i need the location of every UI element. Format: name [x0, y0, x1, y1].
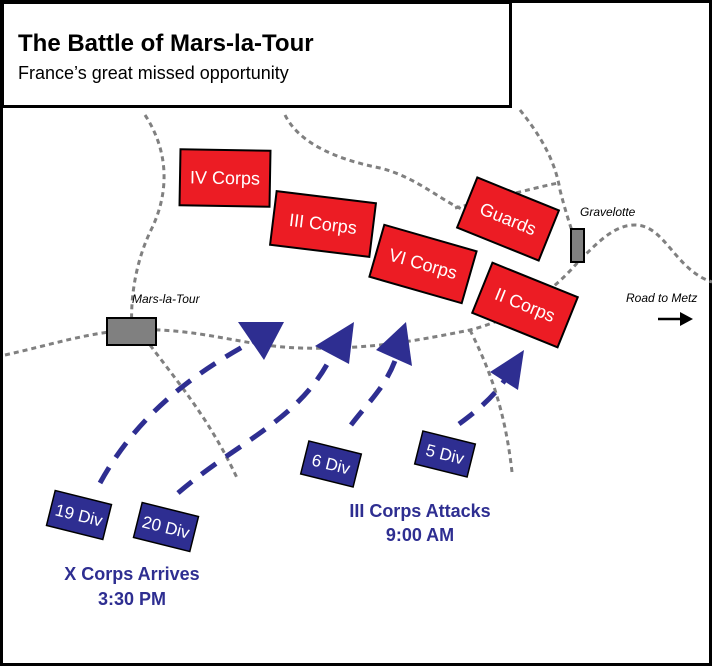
gravelotte-label: Gravelotte [580, 205, 636, 219]
french-unit-ii-corps: II Corps [470, 261, 580, 349]
unit-label: IV Corps [190, 167, 260, 188]
page-title: The Battle of Mars-la-Tour [18, 30, 314, 57]
attack-arrow-6-div [349, 351, 401, 427]
mars-la-tour-town [106, 317, 157, 346]
caption-time: 3:30 PM [98, 589, 166, 609]
arrowhead-5-div [490, 350, 524, 390]
caption-line: X Corps Arrives [64, 564, 199, 584]
arrowhead-19-div [238, 322, 284, 360]
road-to-metz-label: Road to Metz [626, 291, 697, 305]
french-unit-iv-corps: IV Corps [178, 148, 272, 208]
french-unit-vi-corps: VI Corps [368, 223, 478, 305]
mars-la-tour-label: Mars-la-Tour [132, 292, 201, 306]
attack-arrow-19-div [97, 337, 257, 485]
french-unit-iii-corps: III Corps [268, 189, 378, 259]
prussian-unit-20-div: 20 Div [132, 501, 200, 553]
road-south-east [468, 329, 514, 473]
attack-arrows [97, 322, 524, 495]
french-unit-guards: Guards [455, 176, 561, 262]
road-south-from-mars-la-tour [148, 344, 240, 481]
attack-arrow-20-div [176, 353, 335, 495]
prussian-unit-5-div: 5 Div [413, 430, 477, 478]
caption-line: III Corps Attacks [349, 501, 490, 521]
title-box: The Battle of Mars-la-Tour France’s grea… [1, 1, 512, 108]
attack-arrow-5-div [457, 373, 511, 427]
page-subtitle: France’s great missed opportunity [18, 63, 289, 83]
arrowhead-20-div [315, 322, 354, 364]
prussian-unit-6-div: 6 Div [299, 440, 363, 488]
caption-x-corps-arrives: X Corps Arrives 3:30 PM [64, 564, 199, 609]
caption-time: 9:00 AM [386, 525, 454, 545]
road-to-metz-arrow [658, 312, 693, 326]
road-north-east [518, 109, 577, 241]
road-north-west [130, 114, 166, 331]
roads [4, 109, 712, 481]
prussian-unit-19-div: 19 Div [45, 489, 113, 541]
gravelotte-town [570, 228, 585, 263]
arrowhead-6-div [376, 322, 412, 366]
caption-iii-corps-attacks: III Corps Attacks 9:00 AM [349, 501, 490, 545]
road-north-central [283, 114, 471, 214]
